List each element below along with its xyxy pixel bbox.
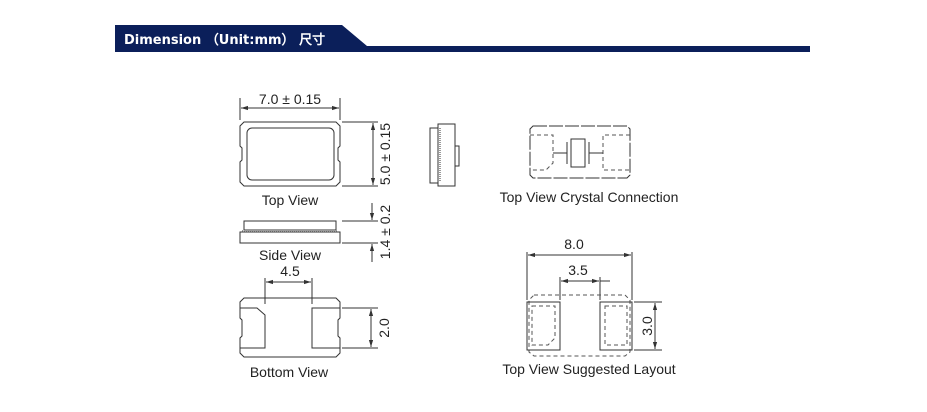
top-view-label: Top View [262,192,319,208]
section-header: Dimension （Unit:mm） 尺寸 [115,25,810,52]
suggested-layout-view: 8.0 3.5 3.0 Top View Suggested Layout [502,236,675,377]
bottom-view: 4.5 2.0 Bottom View [239,263,392,380]
top-view: 7.0 ± 0.15 5.0 ± 0.15 Top View [239,91,393,208]
suggested-layout-label: Top View Suggested Layout [502,361,675,377]
layout-gap-dim: 3.5 [568,262,588,278]
crystal-connection-label: Top View Crystal Connection [500,189,679,205]
top-view-width-dim: 7.0 ± 0.15 [259,91,321,107]
top-view-height-dim: 5.0 ± 0.15 [377,123,393,185]
section-title: Dimension （Unit:mm） 尺寸 [124,32,325,48]
end-view [429,123,460,187]
side-view-height-dim: 1.4 ± 0.2 [377,205,393,260]
layout-width-dim: 8.0 [564,236,584,252]
side-view: 1.4 ± 0.2 Side View [239,203,393,263]
bottom-view-gap-dim: 4.5 [280,263,300,279]
layout-height-dim: 3.0 [639,316,655,336]
crystal-connection-view: Top View Crystal Connection [500,125,679,205]
side-view-label: Side View [259,247,322,263]
bottom-view-label: Bottom View [250,364,329,380]
bottom-view-pad-height-dim: 2.0 [376,318,392,338]
